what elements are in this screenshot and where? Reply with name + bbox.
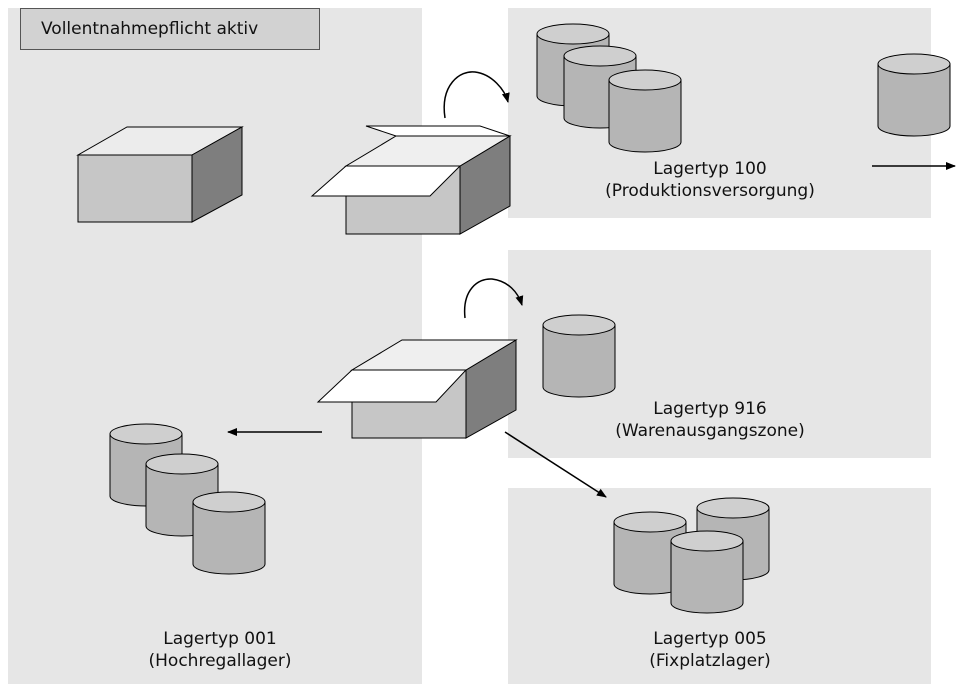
curved-arrow-icon <box>443 71 510 119</box>
container-cylinder-icon <box>542 314 616 398</box>
curved-arrow-icon <box>463 278 524 319</box>
zone-label-lagertyp-100: Lagertyp 100 (Produktionsversorgung) <box>560 158 860 202</box>
zone-subtitle: (Hochregallager) <box>148 651 292 671</box>
zone-subtitle: (Produktionsversorgung) <box>605 181 815 201</box>
zone-label-lagertyp-001: Lagertyp 001 (Hochregallager) <box>80 628 360 672</box>
zone-subtitle: (Warenausgangszone) <box>615 421 805 441</box>
zone-label-lagertyp-005: Lagertyp 005 (Fixplatzlager) <box>570 628 850 672</box>
status-badge: Vollentnahmepflicht aktiv <box>20 8 320 50</box>
open-box-icon <box>310 125 512 235</box>
container-cylinder-icon <box>670 530 744 614</box>
zone-title: Lagertyp 100 <box>653 159 767 179</box>
container-cylinder-icon <box>877 53 951 137</box>
container-cylinder-icon <box>608 69 682 153</box>
arrow-to-lagertyp-005-icon <box>504 431 607 498</box>
container-cylinder-icon <box>192 491 266 575</box>
zone-subtitle: (Fixplatzlager) <box>649 651 771 671</box>
zone-title: Lagertyp 005 <box>653 629 767 649</box>
zone-label-lagertyp-916: Lagertyp 916 (Warenausgangszone) <box>560 398 860 442</box>
closed-box-icon <box>76 126 244 223</box>
open-box-icon <box>316 339 518 439</box>
zone-title: Lagertyp 001 <box>163 629 277 649</box>
zone-title: Lagertyp 916 <box>653 399 767 419</box>
